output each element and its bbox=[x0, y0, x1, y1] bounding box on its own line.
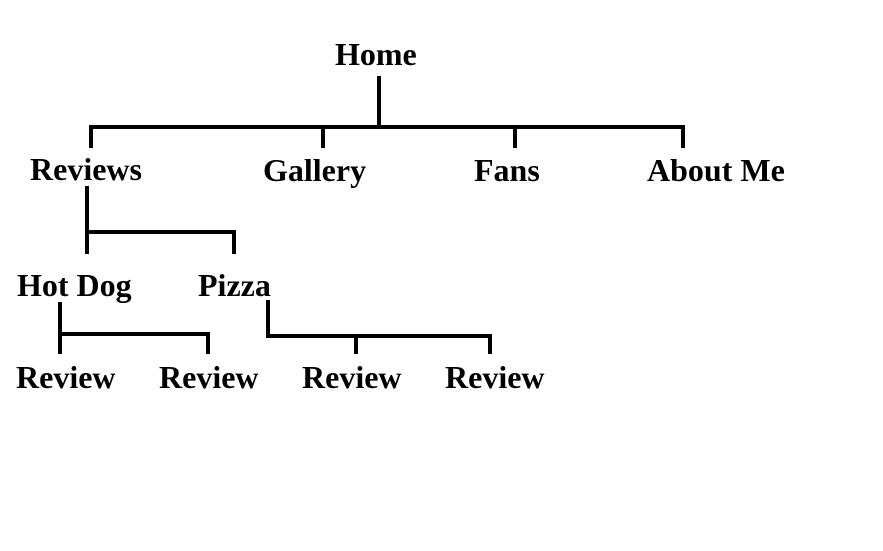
node-hot-dog-review-2: Review bbox=[159, 359, 259, 395]
node-about-me: About Me bbox=[647, 152, 785, 188]
node-reviews: Reviews bbox=[30, 151, 142, 187]
node-home: Home bbox=[335, 36, 417, 72]
node-pizza-review-1: Review bbox=[302, 359, 402, 395]
node-hot-dog: Hot Dog bbox=[17, 267, 132, 303]
node-hot-dog-review-1: Review bbox=[16, 359, 116, 395]
node-pizza-review-2: Review bbox=[445, 359, 545, 395]
node-fans: Fans bbox=[474, 152, 540, 188]
node-gallery: Gallery bbox=[263, 152, 367, 188]
node-pizza: Pizza bbox=[198, 267, 271, 303]
